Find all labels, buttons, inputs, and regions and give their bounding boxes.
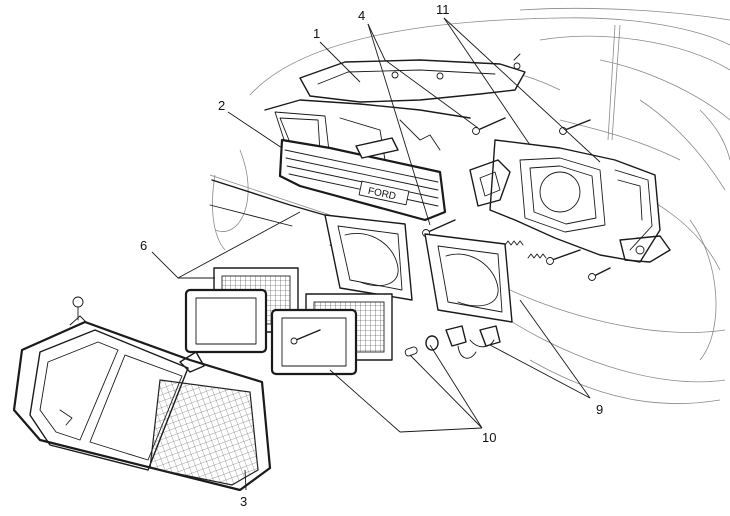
adjuster-springs [504, 240, 547, 259]
headlamp-mounting-bracket [469, 139, 671, 263]
leader-lines [151, 17, 601, 491]
callout-3: 3 [240, 494, 247, 509]
callout-9: 9 [596, 402, 603, 417]
callout-2: 2 [218, 98, 225, 113]
parking-lamp-components [404, 325, 501, 359]
grille: FORD [278, 137, 447, 222]
callout-1: 1 [313, 26, 320, 41]
headlamp-retaining-rings [184, 288, 358, 376]
callout-labels: 1 2 3 4 6 9 10 11 [140, 2, 603, 509]
callout-11: 11 [436, 2, 450, 17]
headlamp-housings [324, 214, 513, 323]
car-body-outline [209, 7, 730, 404]
callout-10: 10 [482, 430, 496, 445]
callout-4: 4 [358, 8, 365, 23]
upper-radiator-support [299, 53, 526, 103]
callout-6: 6 [140, 238, 147, 253]
headlamp-bezel-assembly [12, 296, 272, 492]
